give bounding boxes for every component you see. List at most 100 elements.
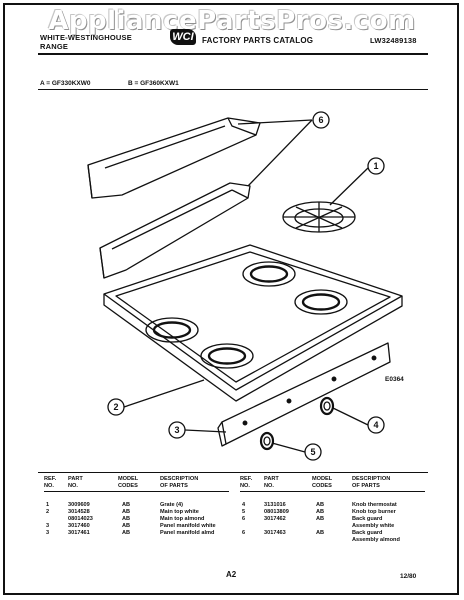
table-row-codes: [316, 537, 324, 544]
table-row-part: 3017463: [264, 530, 286, 536]
callout-6-circle: [312, 111, 330, 129]
left-header-rule: [44, 491, 229, 492]
callout-2-circle: [107, 398, 125, 416]
table-row-codes: AB: [316, 530, 325, 536]
callout-6-label: 6: [318, 115, 323, 125]
table-row-codes: AB: [122, 516, 131, 522]
callout-4-label: 4: [373, 420, 378, 430]
table-row-desc: Knob top burner: [352, 509, 396, 515]
table-row-part: 08014023: [68, 516, 93, 522]
table-row-ref: [46, 516, 49, 523]
catalog-number: LW32489138: [370, 36, 417, 45]
table-row-part: 3014528: [68, 509, 90, 515]
page-number: A2: [226, 570, 237, 579]
brand-name: WHITE-WESTINGHOUSE: [40, 33, 132, 42]
table-row-part: 08013809: [264, 509, 289, 515]
table-row-desc: Assembly white: [352, 523, 395, 529]
diagram-id: E0364: [385, 376, 404, 383]
model-a: A = GF330KXW0: [40, 80, 91, 87]
table-row-codes: AB: [316, 516, 325, 522]
catalog-date: 12/80: [400, 573, 417, 580]
table-row-ref: [242, 537, 245, 544]
table-row-desc: Panel manifold almd: [160, 530, 215, 536]
table-row-desc: Panel manifold white: [160, 523, 216, 529]
leader-6b: [247, 119, 313, 187]
table-row-desc: Grate (4): [160, 502, 184, 508]
table-row-desc: Main top almond: [160, 516, 205, 522]
table-row-part: [264, 523, 289, 530]
table-row-ref: 6: [242, 530, 246, 536]
part-header-1: PART: [264, 476, 279, 482]
callout-3-label: 3: [174, 425, 179, 435]
callout-5-label: 5: [310, 447, 315, 457]
table-row-codes: AB: [122, 509, 131, 515]
leader-4: [332, 407, 369, 426]
table-row-desc: Assembly almond: [352, 537, 400, 543]
table-row-ref: 3: [46, 523, 50, 529]
table-row-desc: Main top white: [160, 509, 199, 515]
table-row-desc: Knob thermostat: [352, 502, 397, 508]
table-row-part: 3009609: [68, 502, 90, 508]
table-row-part: [264, 537, 289, 544]
table-row-ref: 1: [46, 502, 50, 508]
back-guard-upper: [87, 117, 261, 199]
table-row-ref: 4: [242, 502, 246, 508]
callout-5-circle: [304, 443, 322, 461]
leader-1: [329, 166, 370, 206]
callout-4-circle: [367, 416, 385, 434]
wci-logo: WCI: [170, 29, 196, 45]
callout-1-circle: [367, 157, 385, 175]
table-row-ref: 6: [242, 516, 246, 522]
leader-5: [271, 442, 306, 453]
table-row-part: 3017461: [68, 530, 90, 536]
knob-thermostat-part: [319, 396, 335, 416]
ref-header-1: REF.: [240, 476, 253, 482]
desc-header-2: OF PARTS: [352, 483, 380, 489]
table-row-codes: AB: [122, 523, 131, 529]
table-row-ref: 2: [46, 509, 50, 515]
main-top-part: [103, 244, 403, 402]
right-header-rule: [240, 491, 425, 492]
callout-1-label: 1: [373, 161, 378, 171]
part-header-2: NO.: [68, 483, 78, 489]
ref-header-1: REF.: [44, 476, 57, 482]
models-rule: [38, 89, 428, 90]
table-row-ref: 3: [46, 530, 50, 536]
table-row-part: 3017462: [264, 516, 286, 522]
table-row-codes: [316, 523, 324, 530]
table-row-desc: Back guard: [352, 530, 383, 536]
catalog-title: FACTORY PARTS CATALOG: [202, 36, 314, 45]
model-b: B = GF360KXW1: [128, 80, 179, 87]
table-row-ref: [242, 523, 245, 530]
desc-header-1: DESCRIPTION: [160, 476, 199, 482]
table-row-codes: AB: [122, 530, 131, 536]
codes-header-2: CODES: [312, 483, 332, 489]
table-row-codes: AB: [316, 502, 325, 508]
codes-header-1: MODEL: [118, 476, 139, 482]
header-rule: [38, 53, 428, 55]
watermark: AppliancePartsPros.com: [48, 6, 416, 36]
back-guard-lower: [99, 182, 251, 279]
part-header-2: NO.: [264, 483, 274, 489]
ref-header-2: NO.: [240, 483, 250, 489]
table-row-desc: Back guard: [352, 516, 383, 522]
table-top-rule: [38, 472, 428, 473]
ref-header-2: NO.: [44, 483, 54, 489]
exploded-parts-diagram: 6 1 2 3 4 5 E0364: [87, 111, 404, 461]
codes-header-2: CODES: [118, 483, 138, 489]
leader-6a: [237, 119, 313, 125]
leader-3: [184, 429, 227, 433]
desc-header-1: DESCRIPTION: [352, 476, 391, 482]
part-header-1: PART: [68, 476, 83, 482]
callout-2-label: 2: [113, 402, 118, 412]
product-type: RANGE: [40, 42, 69, 51]
page-border: [3, 3, 459, 595]
leader-2: [123, 379, 205, 408]
panel-manifold-part: [217, 342, 391, 447]
codes-header-1: MODEL: [312, 476, 333, 482]
table-row-codes: AB: [316, 509, 325, 515]
knob-burner-part: [259, 431, 275, 451]
callout-3-circle: [168, 421, 186, 439]
table-row-ref: 5: [242, 509, 246, 515]
table-row-codes: AB: [122, 502, 131, 508]
